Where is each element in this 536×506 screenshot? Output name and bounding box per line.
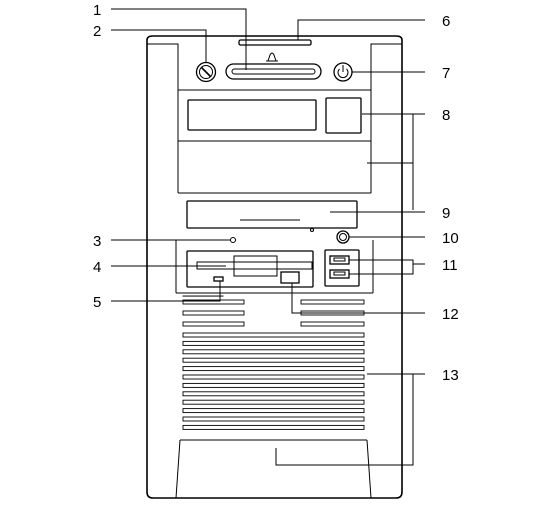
power-icon [333,62,353,82]
vent-slat [182,408,365,414]
vent-slat [182,310,245,316]
vent-slat [182,357,365,363]
vent-slat [182,366,365,372]
callout-12: 12 [442,306,459,323]
vent-slat [182,299,245,305]
tower-body [146,35,403,499]
vent-slat [300,299,365,305]
floppy-drive [186,250,314,288]
callout-2: 2 [93,23,101,40]
vent-slat [182,391,365,397]
vent-slat [182,399,365,405]
drive-bay-upper [187,97,362,134]
callout-4: 4 [93,259,101,276]
callout-7: 7 [442,65,450,82]
usb-ports [324,249,360,287]
cdrom-eject-button [336,230,350,244]
callout-numbers: 1 2 3 4 5 6 7 8 9 10 11 12 13 [93,2,459,384]
vent-slat [182,321,245,327]
lid-release-slot [238,39,312,46]
vent-slat [182,424,365,430]
callout-5: 5 [93,294,101,311]
vent-slat [182,349,365,355]
cdrom-drive [186,200,358,232]
leader-lines [111,8,425,466]
vent-slat [182,416,365,422]
vent-slat [182,382,365,388]
callout-6: 6 [442,13,450,30]
callout-1: 1 [93,2,101,19]
callout-9: 9 [442,205,450,222]
hdd-led [230,237,236,243]
bell-icon [266,52,278,62]
callout-10: 10 [442,230,459,247]
alarm-indicator [225,63,322,80]
vent-slat [182,374,365,380]
ventilation-grille [182,295,365,430]
callout-8: 8 [442,107,450,124]
vent-slat [182,340,365,346]
key-lock-icon [195,61,217,83]
vent-slat [182,332,365,338]
callout-11: 11 [442,257,458,274]
callout-3: 3 [93,233,101,250]
vent-slat [300,321,365,327]
callout-13: 13 [442,367,459,384]
